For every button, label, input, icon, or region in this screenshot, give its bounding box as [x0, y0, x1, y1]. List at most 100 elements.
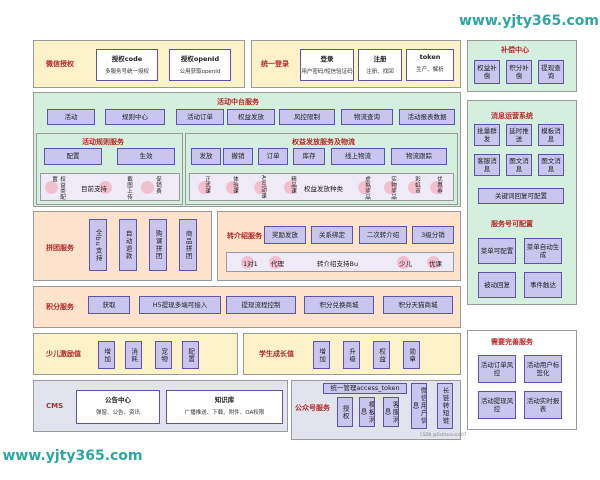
comp-item-1[interactable]: 权益补偿	[474, 60, 500, 84]
needs-improvement-title: 需要完善服务	[491, 338, 533, 346]
watermark-top: www.yjty365.com	[459, 9, 599, 33]
msg-item-1[interactable]: 批量群发	[474, 124, 500, 146]
rights-type-2: 体验课	[232, 176, 238, 194]
auth-code-card[interactable]: 授权code 多服务号统一授权	[96, 49, 158, 81]
activity-item-7[interactable]: 活动报表数据	[399, 109, 455, 125]
points-item-1[interactable]: 获取	[88, 296, 130, 314]
rights-type-8: 优惠券	[436, 176, 442, 194]
rights-type-4: 精品课	[290, 176, 296, 194]
growth-item-1[interactable]: 增加	[313, 341, 330, 369]
referral-item-4[interactable]: 3级分销	[412, 226, 454, 244]
rights-type-dot-6	[384, 181, 397, 194]
unified-access-token[interactable]: 统一管理access_token	[323, 383, 407, 394]
notice-center-title: 公告中心	[105, 396, 131, 404]
points-item-5[interactable]: 积分天猫商城	[383, 296, 453, 314]
referral-service-title: 转介绍服务	[227, 232, 262, 240]
kids-item-2[interactable]: 消耗	[125, 341, 142, 369]
cms-block: CMS 公告中心 弹窗、公告、资讯 知识库 广播推送、下载、附件、OA权限	[33, 380, 288, 432]
activity-item-1[interactable]: 活动	[47, 109, 95, 125]
improve-item-2[interactable]: 活动用户标签化	[524, 355, 562, 383]
msg-item-2[interactable]: 延时推送	[506, 124, 532, 146]
sac-item-3[interactable]: 被动回复	[478, 272, 516, 298]
rule-config-button[interactable]: 配置	[44, 148, 102, 165]
msg-item-3[interactable]: 模板消息	[538, 124, 564, 146]
comp-item-2[interactable]: 积分补偿	[506, 60, 532, 84]
improve-item-3[interactable]: 活动提现风控	[478, 391, 516, 419]
kids-item-4[interactable]: 配置	[182, 341, 199, 369]
growth-item-3[interactable]: 权益	[373, 341, 390, 369]
oa-service-msg-button[interactable]: 客服消息	[383, 397, 399, 427]
growth-item-4[interactable]: 勋章	[403, 341, 420, 369]
kids-item-1[interactable]: 增加	[98, 341, 115, 369]
points-item-2[interactable]: H5提现多端可接入	[139, 296, 221, 314]
referral-item-1[interactable]: 奖励发放	[264, 226, 306, 244]
sac-item-4[interactable]: 事件触达	[524, 272, 562, 298]
rights-logistics-tracking-button[interactable]: 物流跟踪	[391, 148, 447, 165]
token-card[interactable]: token 生产、解析	[406, 49, 454, 81]
compensation-title: 补偿中心	[501, 46, 529, 54]
notice-center-card[interactable]: 公告中心 弹窗、公告、资讯	[76, 390, 160, 424]
activity-item-3[interactable]: 活动订单	[176, 109, 224, 125]
login-card[interactable]: 登录 用户密码/短信验证码	[300, 49, 354, 81]
wechat-auth-title: 微信授权	[46, 60, 74, 68]
watermark-bottom: www.yjty365.com	[3, 443, 143, 469]
msg-item-4[interactable]: 客服消息	[474, 154, 500, 176]
rights-issue-button[interactable]: 发放	[191, 148, 221, 165]
points-item-4[interactable]: 积分兑换商城	[304, 296, 374, 314]
message-ops-title: 消息运营系统	[491, 112, 533, 120]
group-service-title: 拼团服务	[46, 244, 74, 252]
rights-type-dot-8	[430, 181, 443, 194]
group-item-3[interactable]: 购课拼团	[149, 219, 167, 271]
msg-item-5[interactable]: 图文消息	[506, 154, 532, 176]
auth-openid-card[interactable]: 授权openId 公用获取openId	[169, 49, 231, 81]
kids-item-3[interactable]: 宠物	[155, 341, 172, 369]
rights-types-row: 正式课 体验课 AI互动课 精品课 权益发放种类 虚拟奖品 实物奖品 彩虹币 优…	[189, 173, 454, 201]
auth-code-sub: 多服务号统一授权	[104, 69, 149, 75]
register-card-title: 注册	[373, 55, 387, 63]
auth-openid-title: 授权openId	[180, 55, 220, 63]
group-item-1[interactable]: 全bu支持	[89, 219, 107, 271]
rights-type-dot-2	[226, 181, 239, 194]
oa-authorize-button[interactable]: 授权	[337, 397, 353, 427]
group-item-2[interactable]: 自动退款	[119, 219, 137, 271]
points-item-3[interactable]: 提现流程控制	[226, 296, 296, 314]
activity-item-4[interactable]: 权益发放	[227, 109, 275, 125]
rights-type-3: AI互动课	[260, 175, 266, 200]
points-service-title: 积分服务	[46, 303, 74, 311]
rights-stock-button[interactable]: 库存	[293, 148, 325, 165]
rights-type-dot-7	[408, 181, 421, 194]
msg-item-6[interactable]: 图文消息	[538, 154, 564, 176]
referral-item-2[interactable]: 关系绑定	[311, 226, 353, 244]
activity-item-6[interactable]: 物流查询	[341, 109, 393, 125]
activity-item-2[interactable]: 规则中心	[105, 109, 165, 125]
referral-types-row: 1对1 代理 转介绍支持Bu 少儿 优课	[226, 252, 454, 272]
knowledge-base-card[interactable]: 知识库 广播推送、下载、附件、OA权限	[166, 390, 283, 424]
login-card-sub: 用户密码/短信验证码	[301, 69, 353, 75]
group-item-4[interactable]: 商品拼团	[179, 219, 197, 271]
referral-item-3[interactable]: 二次转介绍	[359, 226, 407, 244]
rule-type-1: 权益类配置	[51, 176, 65, 200]
rule-type-4: 促销费	[155, 176, 161, 194]
rights-type-dot-1	[198, 181, 211, 194]
oa-user-info-button[interactable]: 微信用户信息	[411, 383, 427, 429]
rights-online-logistics-button[interactable]: 线上物流	[331, 148, 385, 165]
token-card-sub: 生产、解析	[416, 67, 444, 73]
sac-item-1[interactable]: 菜单可配置	[478, 238, 516, 264]
growth-item-2[interactable]: 升级	[343, 341, 360, 369]
rights-order-button[interactable]: 订单	[258, 148, 288, 165]
rule-effect-button[interactable]: 生效	[117, 148, 175, 165]
improve-item-1[interactable]: 活动订单风控	[478, 355, 516, 383]
keyword-reply-button[interactable]: 关键词回复可配置	[478, 188, 564, 204]
referral-type-4: 优课	[429, 260, 442, 268]
knowledge-base-sub: 广播推送、下载、附件、OA权限	[184, 410, 265, 416]
oa-short-link-button[interactable]: 长链转短链	[437, 383, 453, 429]
wechat-auth-block: 微信授权 授权code 多服务号统一授权 授权openId 公用获取openId	[33, 40, 245, 88]
comp-item-3[interactable]: 提现查询	[538, 60, 564, 84]
activity-item-5[interactable]: 风控限制	[279, 109, 335, 125]
register-card[interactable]: 注册 注册、找回	[358, 49, 402, 81]
rights-revoke-button[interactable]: 撤销	[223, 148, 253, 165]
oa-template-msg-button[interactable]: 模板消息	[359, 397, 375, 427]
sac-item-2[interactable]: 菜单自动生成	[524, 238, 562, 264]
improve-item-4[interactable]: 活动实时报表	[524, 391, 562, 419]
referral-type-2: 代理	[271, 260, 284, 268]
